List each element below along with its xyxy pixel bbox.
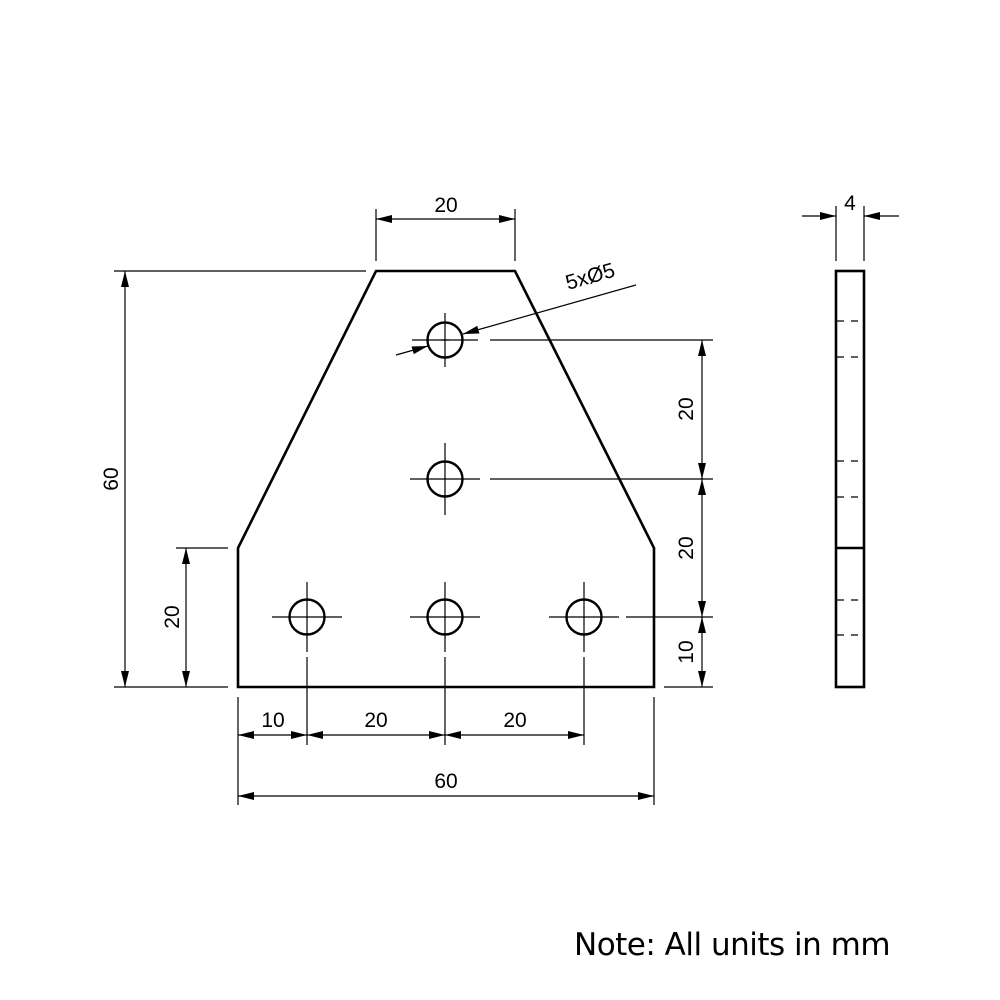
- dim-thickness: 4: [802, 192, 899, 261]
- side-view: 4: [802, 192, 899, 689]
- svg-text:60: 60: [100, 467, 123, 490]
- svg-text:20: 20: [434, 194, 457, 217]
- dim-top-width: 20: [375, 194, 516, 261]
- svg-text:20: 20: [161, 605, 184, 628]
- svg-text:10: 10: [261, 709, 284, 732]
- hidden-hole-lines: [837, 320, 864, 636]
- hole-middle: [410, 443, 480, 515]
- svg-text:20: 20: [675, 536, 698, 559]
- dim-shoulder-height: 20: [161, 547, 228, 687]
- svg-text:20: 20: [364, 709, 387, 732]
- hole-bottom-right: [549, 582, 619, 652]
- side-outline: [834, 269, 866, 689]
- svg-text:60: 60: [434, 770, 457, 793]
- svg-text:20: 20: [675, 397, 698, 420]
- dim-overall-height: 60: [100, 270, 366, 688]
- hole-bottom-center: [410, 582, 480, 652]
- front-view: 20 5xØ5 60 20: [100, 194, 713, 805]
- svg-text:5xØ5: 5xØ5: [563, 259, 618, 295]
- svg-text:20: 20: [503, 709, 526, 732]
- plate-outline: [236, 269, 656, 689]
- svg-text:10: 10: [675, 640, 698, 663]
- svg-text:4: 4: [844, 192, 856, 215]
- units-note: Note: All units in mm: [574, 927, 891, 963]
- hole-bottom-left: [272, 582, 342, 652]
- hole-top: [412, 313, 478, 367]
- dim-bottom-stack: 10 20 20 60: [237, 657, 655, 805]
- dim-right-stack: 20 20 10: [490, 339, 713, 688]
